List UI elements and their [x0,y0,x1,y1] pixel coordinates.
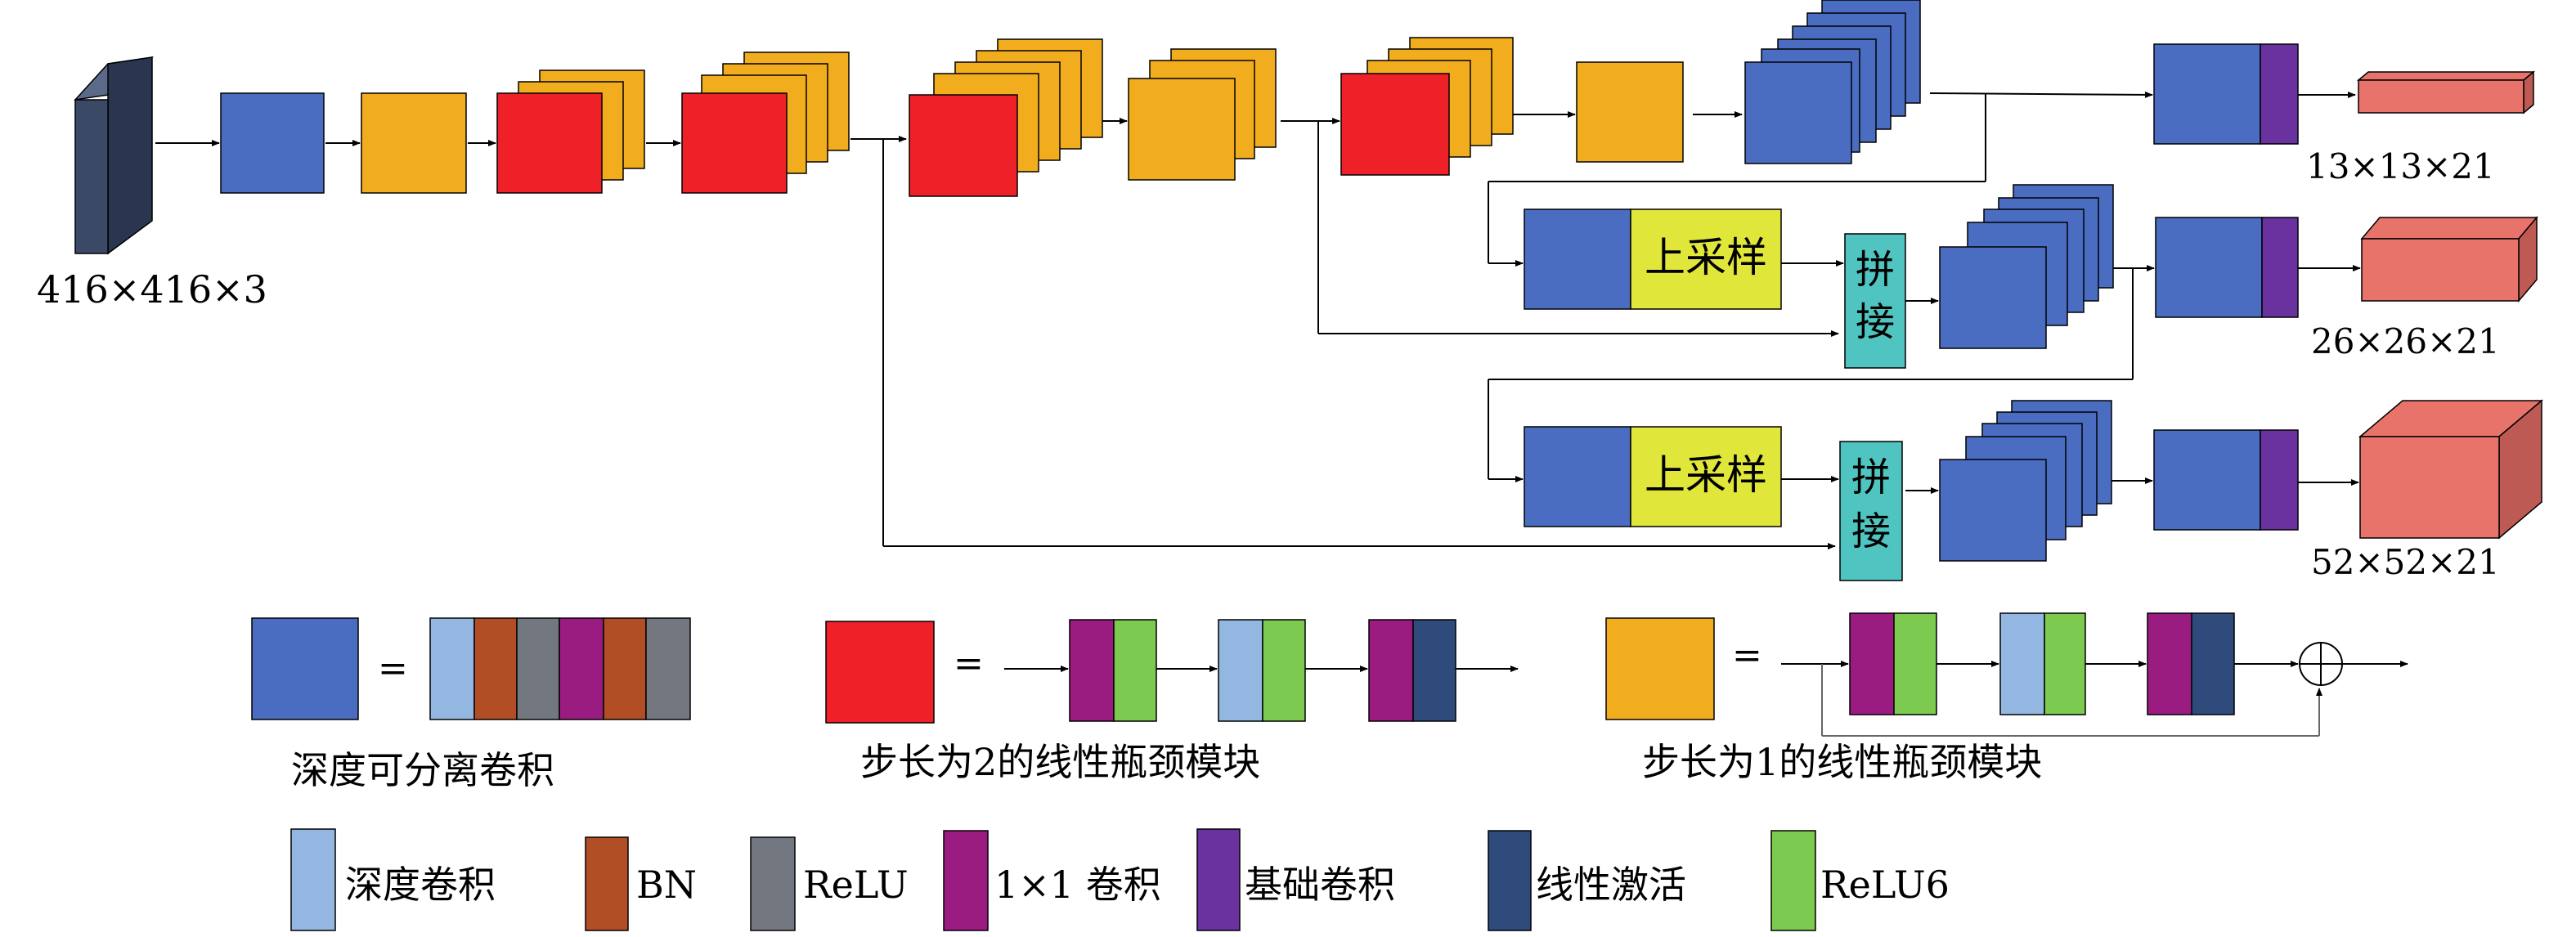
head1-base-conv [2260,43,2299,145]
s2-blocks [1069,619,1456,722]
bottleneck-s1-block-2 [1576,61,1684,163]
legend-swatch-relu6 [1770,830,1816,931]
output-dim-label-2: 26×26×21 [2311,321,2500,361]
output-tensor-3 [2358,399,2544,540]
output-tensor-1 [2356,70,2536,114]
bottleneck-s1-block [361,92,467,194]
bottleneck-stack-5 [1340,37,1514,176]
legend-swatch-depthwise-conv [290,828,336,931]
bottleneck-stack-2 [681,52,850,194]
row2-concat-char1: 拼 [1856,247,1895,293]
legend-swatch-linear-activation [1488,830,1532,931]
legend-swatch-conv-1x1 [943,830,989,931]
input-tensor [74,56,154,255]
head1-conv [2153,43,2261,145]
head2-conv [2155,217,2263,318]
dw-sep-stack-row2 [1939,184,2114,349]
row3-upsample [1630,426,1782,527]
row3-concat [1839,441,1903,581]
residual-add-icon [2299,642,2343,686]
head2-base-conv [2261,217,2299,318]
row3-conv [1524,426,1631,527]
row2-conv [1524,208,1631,310]
legend-s2-block [825,621,935,724]
legend-swatch-bn [585,836,629,931]
legend-swatch-base-conv [1196,828,1241,931]
legend-s2-caption: 步长为2的线性瓶颈模块 [860,740,1260,784]
s1-blocks [1849,612,2235,715]
s1-composition [1781,661,2408,737]
input-dim-label: 416×416×3 [37,267,267,312]
color-legend [290,828,1816,931]
dw-sep-composition [429,617,691,720]
row3-upsample-label: 上采样 [1645,451,1767,499]
dw-sep-stack-row3 [1939,400,2112,562]
legend-swatch-relu [750,836,796,931]
legend-equals-2: = [954,643,984,684]
legend-label-relu: ReLU [803,863,909,907]
legend-s1-block [1605,617,1715,720]
row2-upsample-label: 上采样 [1645,234,1767,281]
legend-label-depthwise-conv: 深度卷积 [345,863,496,907]
legend-label-bn: BN [636,863,697,907]
row2-concat-char2: 接 [1856,299,1895,345]
legend-s1-caption: 步长为1的线性瓶颈模块 [1642,740,2042,784]
output-dim-label-1: 13×13×21 [2306,146,2495,186]
bottleneck-stack-1 [496,69,645,194]
dw-sep-stack-row1 [1744,0,1921,164]
connectors [155,91,2361,549]
output-dim-label-3: 52×52×21 [2311,542,2500,582]
legend-label-relu6: ReLU6 [1820,863,1950,907]
row2-concat [1844,233,1906,369]
bottleneck-stack-4 [1128,48,1277,181]
row2-upsample [1630,208,1782,310]
legend-dw-sep-block [251,617,359,720]
output-tensor-2 [2360,215,2538,303]
legend-equals-1: = [378,648,408,689]
legend-label-conv-1x1: 1×1 卷积 [994,863,1161,907]
head3-base-conv [2260,429,2299,531]
legend-label-linear-activation: 线性激活 [1536,863,1686,907]
legend-label-base-conv: 基础卷积 [1245,863,1395,907]
dw-sep-conv-block [220,92,325,194]
bottleneck-stack-3 [909,38,1103,197]
legend-equals-3: = [1732,634,1762,676]
head3-conv [2153,429,2261,531]
row3-concat-char2: 接 [1851,509,1891,554]
row3-concat-char1: 拼 [1851,455,1891,500]
legend-dw-sep-caption: 深度可分离卷积 [291,748,554,792]
